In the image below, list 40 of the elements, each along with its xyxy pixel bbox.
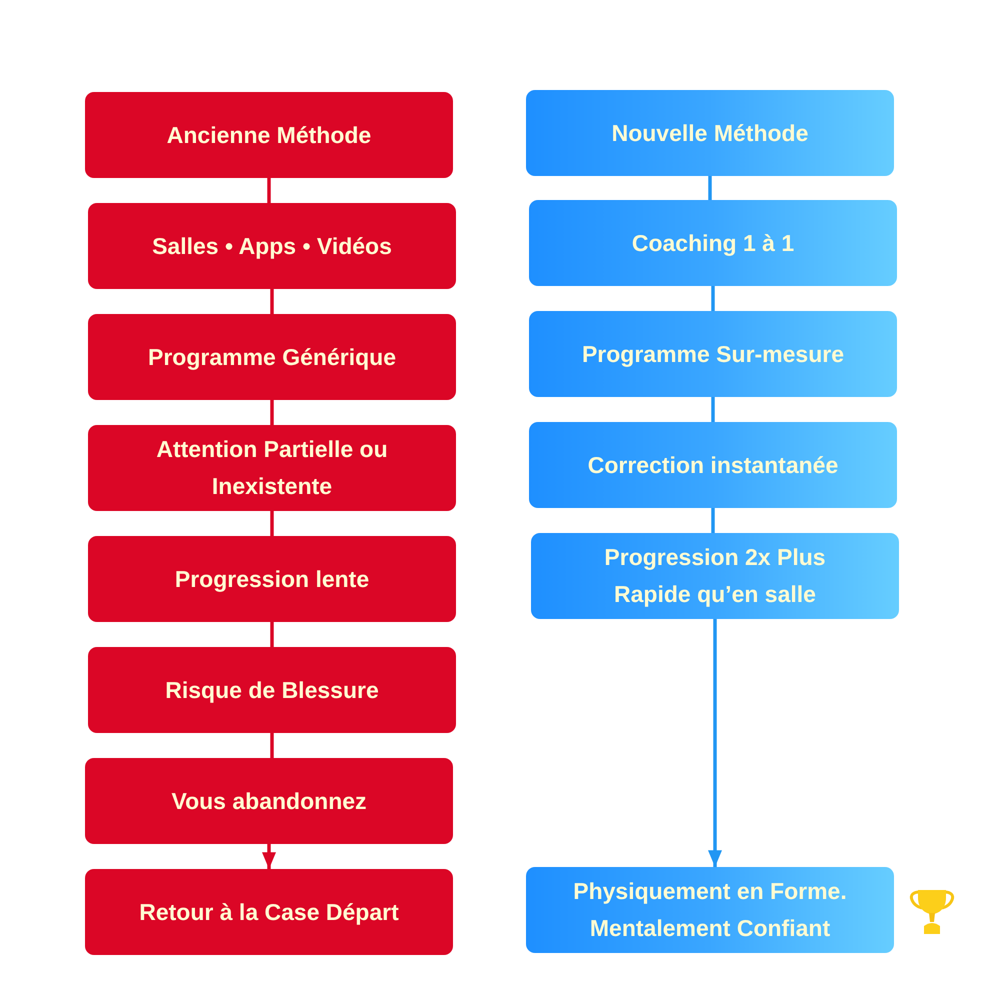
process-box: [531, 533, 899, 619]
process-box: [529, 200, 897, 286]
step-text: Progression 2x Plus Rapide qu’en salle: [603, 543, 827, 609]
step-text: Physiquement en Forme. Mentalement Confiant: [572, 877, 848, 943]
step-text: Ancienne Méthode: [166, 120, 372, 150]
connector-line: [270, 733, 274, 758]
connector-line: [270, 622, 274, 647]
connector-line: [270, 400, 274, 425]
connector-line: [711, 508, 715, 533]
process-box: [526, 867, 894, 953]
process-box: [88, 647, 456, 733]
step-text: Programme Sur-mesure: [582, 340, 844, 369]
step-text: Correction instantanée: [588, 450, 838, 480]
step-text: Progression lente: [174, 564, 370, 594]
process-box: [526, 90, 894, 176]
arrow: [708, 619, 722, 867]
arrow: [262, 844, 276, 869]
process-box: [88, 425, 456, 511]
step-text: Nouvelle Méthode: [612, 118, 808, 148]
process-box: [85, 869, 453, 955]
process-box: [529, 422, 897, 508]
process-box: [85, 92, 453, 178]
step-text: Coaching 1 à 1: [632, 228, 794, 258]
connector-line: [267, 178, 271, 203]
connector-line: [270, 511, 274, 536]
step-text: Retour à la Case Départ: [139, 898, 399, 927]
step-text: Vous abandonnez: [171, 786, 367, 816]
process-box: [88, 536, 456, 622]
process-box: [88, 314, 456, 400]
process-box: [85, 758, 453, 844]
connector-line: [711, 397, 715, 422]
connector-line: [270, 289, 274, 314]
process-box: [88, 203, 456, 289]
step-text: Salles • Apps • Vidéos: [152, 232, 392, 261]
connector-line: [711, 286, 715, 311]
step-text: Risque de Blessure: [165, 676, 379, 705]
step-text: Programme Générique: [148, 342, 396, 372]
connector-line: [708, 176, 712, 200]
step-text: Attention Partielle ou Inexistente: [155, 435, 389, 501]
process-box: [529, 311, 897, 397]
